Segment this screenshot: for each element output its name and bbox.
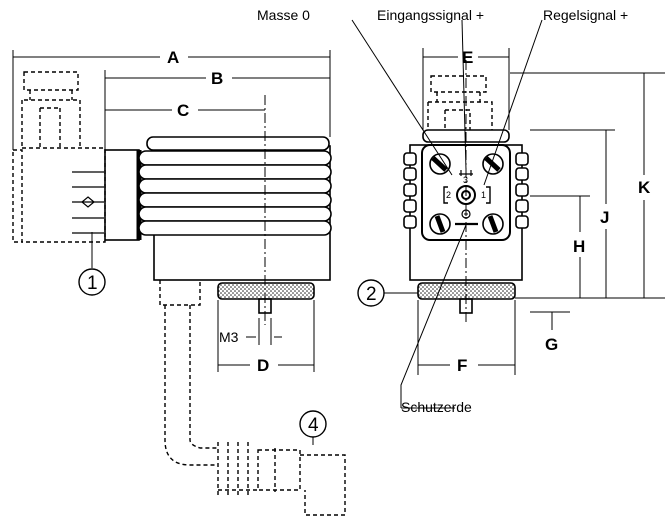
dim-a: A — [167, 48, 179, 67]
front-fins — [403, 152, 529, 229]
pin-3-number: 3 — [463, 175, 468, 185]
connector-plate — [104, 149, 140, 241]
dim-h: H — [573, 237, 585, 256]
label-eingang: Eingangssignal + — [377, 7, 484, 23]
cable-outline — [159, 280, 346, 516]
label-schutzerde: Schutzerde — [401, 399, 472, 415]
dim-f: F — [457, 356, 467, 375]
dim-e: E — [462, 48, 473, 67]
label-masse: Masse 0 — [257, 7, 310, 23]
callout-2-number: 2 — [366, 284, 377, 305]
front-view — [403, 60, 529, 325]
pin-2-number: 2 — [446, 190, 451, 200]
mating-plug-outline — [12, 71, 106, 243]
callout-1-number: 1 — [87, 273, 98, 294]
dim-d: D — [257, 356, 269, 375]
callouts — [78, 268, 385, 438]
dim-g: G — [545, 335, 558, 354]
dim-k: K — [638, 178, 651, 197]
callout-2 — [357, 279, 385, 307]
callout-4 — [299, 410, 327, 438]
callout-1 — [78, 268, 106, 296]
cooling-fins — [138, 136, 332, 236]
knurled-nut — [217, 282, 315, 300]
label-regel: Regelsignal + — [543, 7, 628, 23]
dim-b: B — [211, 69, 223, 88]
pin-1-number: 1 — [481, 190, 486, 200]
dim-j: J — [600, 208, 609, 227]
dim-c: C — [177, 101, 189, 120]
side-view — [12, 71, 346, 516]
mounting-screws — [429, 153, 504, 235]
dimension-lines — [12, 19, 665, 445]
callout-4-number: 4 — [308, 415, 319, 436]
label-m3: M3 — [219, 329, 239, 345]
